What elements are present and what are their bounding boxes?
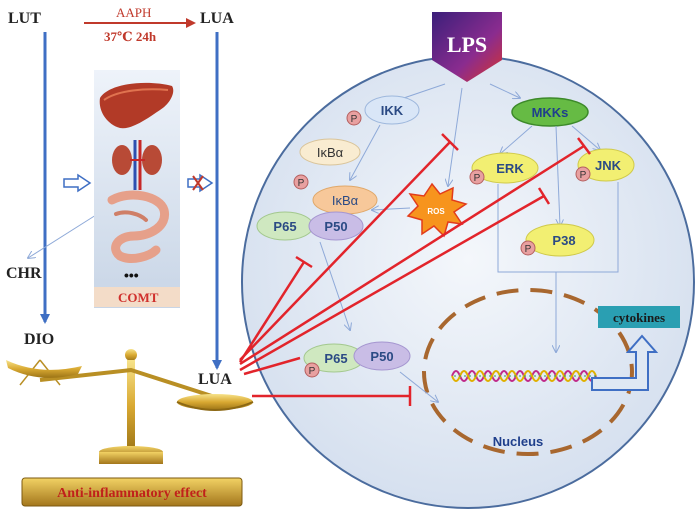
crossed-arrow-icon bbox=[187, 173, 214, 193]
lps-to-mkks-arrow bbox=[489, 83, 520, 98]
jnk-label: JNK bbox=[595, 158, 622, 173]
nfkb-to-dna-arrow bbox=[399, 371, 438, 402]
kidney-icon bbox=[112, 140, 162, 190]
p65-cyto-label: P65 bbox=[273, 219, 296, 234]
chr-label: CHR bbox=[6, 265, 42, 282]
lps-label: LPS bbox=[447, 32, 487, 57]
inhibition-lines bbox=[238, 133, 591, 406]
comt-label: COMT bbox=[118, 290, 159, 305]
ros-to-complex-arrow bbox=[372, 208, 411, 210]
p50-nuc-node bbox=[353, 341, 411, 371]
ikk-phospho-label: P bbox=[351, 114, 358, 125]
comt-box bbox=[94, 287, 180, 307]
erk-phospho bbox=[469, 169, 485, 185]
balance-scale-icon bbox=[6, 349, 254, 464]
erk-phospho-label: P bbox=[474, 173, 481, 184]
hollow-left-arrow bbox=[63, 173, 92, 193]
mkks-label: MKKs bbox=[532, 105, 569, 120]
mapk-merge-bracket bbox=[497, 182, 619, 273]
p38-node bbox=[525, 223, 595, 257]
ikk-phospho bbox=[346, 110, 362, 126]
ikba-bound-label: IκBα bbox=[332, 193, 359, 208]
liver-icon bbox=[99, 82, 174, 129]
p50-nuc-label: P50 bbox=[370, 349, 393, 364]
jnk-node bbox=[577, 148, 635, 182]
p50-cyto-label: P50 bbox=[324, 219, 347, 234]
jnk-phospho bbox=[575, 166, 591, 182]
nucleus-label: Nucleus bbox=[493, 434, 544, 449]
lut-to-chr-arrow bbox=[28, 214, 97, 258]
inhibit-nfkb-nuclear bbox=[243, 356, 301, 376]
ros-label: ROS bbox=[427, 207, 445, 216]
p38-label: P38 bbox=[552, 233, 575, 248]
mkks-to-jnk-arrow bbox=[571, 125, 600, 150]
nucleus-membrane bbox=[422, 288, 634, 456]
cytokines-output-arrow bbox=[591, 334, 659, 391]
p50-cyto-node bbox=[308, 211, 364, 241]
dna-helix-icon bbox=[451, 370, 598, 382]
ikk-to-complex-arrow bbox=[350, 124, 381, 180]
cytokines-label: cytokines bbox=[613, 310, 665, 325]
erk-node bbox=[471, 152, 539, 184]
organ-ellipsis: ••• bbox=[124, 267, 139, 283]
ikk-label: IKK bbox=[381, 103, 404, 118]
aaph-label: AAPH bbox=[116, 5, 151, 20]
lut-label: LUT bbox=[8, 10, 41, 27]
p65-nuc-label: P65 bbox=[324, 351, 347, 366]
inhibit-ikk bbox=[239, 141, 451, 361]
inhibit-jnk bbox=[239, 144, 585, 366]
lps-to-ros-arrow bbox=[448, 87, 463, 186]
ikba-phospho-label: P bbox=[298, 178, 305, 189]
jnk-phospho-label: P bbox=[580, 170, 587, 181]
ikba-phospho bbox=[293, 174, 309, 190]
inhibit-erk bbox=[239, 194, 545, 372]
lua-top-label: LUA bbox=[200, 10, 234, 27]
condition-label: 37℃ 24h bbox=[104, 29, 157, 44]
mkks-to-erk-arrow bbox=[500, 125, 533, 154]
ikba-free-label: IκBα bbox=[317, 145, 344, 160]
anti-banner bbox=[21, 477, 243, 507]
mkks-to-p38-arrow bbox=[555, 125, 560, 226]
ikk-node bbox=[364, 95, 420, 125]
cytokines-box bbox=[598, 306, 680, 328]
inhibit-ikba bbox=[238, 261, 306, 363]
lps-pentagon-icon bbox=[432, 12, 502, 82]
p38-phospho bbox=[520, 240, 536, 256]
dio-label: DIO bbox=[24, 331, 54, 348]
intestine-icon bbox=[107, 190, 169, 263]
lua-bottom-label: LUA bbox=[198, 371, 232, 388]
p65-nuc-phospho bbox=[304, 362, 320, 378]
erk-label: ERK bbox=[496, 161, 524, 176]
mkks-node bbox=[511, 97, 589, 127]
anti-label: Anti-inflammatory effect bbox=[57, 486, 207, 501]
p38-phospho-label: P bbox=[525, 244, 532, 255]
p65-nuc-phospho-label: P bbox=[309, 366, 316, 377]
ikba-free-node bbox=[299, 138, 361, 166]
nfkb-translocation-arrow bbox=[319, 241, 350, 330]
